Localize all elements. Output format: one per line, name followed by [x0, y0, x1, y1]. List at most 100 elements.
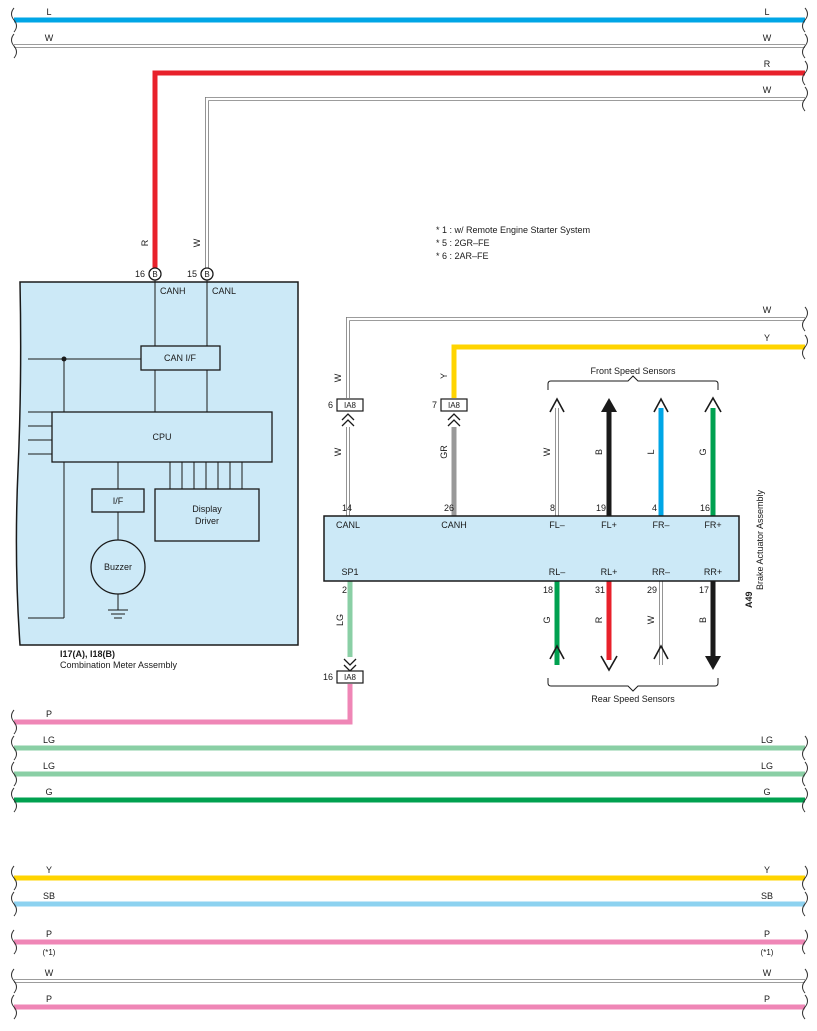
- wire-lg-sp1: LG IA8 16 P: [11, 581, 364, 735]
- combination-meter-assembly: B 16 B 15 CANH CANL: [15, 267, 299, 670]
- wire-label-w2-right: W: [763, 85, 772, 95]
- notes: * 1 : w/ Remote Engine Starter System * …: [436, 225, 590, 261]
- wire-label-w4-left: W: [45, 968, 54, 978]
- front-wire-b: B: [594, 449, 604, 455]
- wire-w-canl: W W: [192, 85, 808, 268]
- wire-label-l-right: L: [764, 7, 769, 17]
- brake-pin-rl-minus: RL–: [549, 567, 566, 577]
- conn7-num: 7: [432, 400, 437, 410]
- display-driver-label-2: Driver: [195, 516, 219, 526]
- conn7-wire-below: GR: [439, 445, 449, 459]
- brake-pin-canh: CANH: [441, 520, 467, 530]
- conn6-wire-below: W: [333, 447, 343, 456]
- brake-pin-num-29: 29: [647, 585, 657, 595]
- wire-w-brake-canl: W: [346, 305, 808, 516]
- brake-pin-canl: CANL: [336, 520, 360, 530]
- conn16-name: IA8: [344, 673, 357, 682]
- pin-name-canl: CANL: [212, 286, 236, 296]
- pin-num-15: 15: [187, 269, 197, 279]
- wire-label-p3-left: P: [46, 994, 52, 1004]
- brake-pin-num-17: 17: [699, 585, 709, 595]
- conn16-num: 16: [323, 672, 333, 682]
- wire-label-y2-right: Y: [764, 865, 770, 875]
- sp1-wire-label: LG: [335, 614, 345, 626]
- rear-wire-w: W: [646, 615, 656, 624]
- brake-pin-fl-minus: FL–: [549, 520, 565, 530]
- wire-r-canh: R R: [140, 59, 808, 268]
- connector-7-ia8: Y IA8 7 GR: [432, 373, 468, 459]
- brake-pin-rr-minus: RR–: [652, 567, 670, 577]
- pin-name-canh: CANH: [160, 286, 186, 296]
- note-1: * 1 : w/ Remote Engine Starter System: [436, 225, 590, 235]
- wire-label-w4-right: W: [763, 968, 772, 978]
- wire-label-lg2-right: LG: [761, 761, 773, 771]
- note-5: * 5 : 2GR–FE: [436, 238, 490, 248]
- brake-actuator-name: Brake Actuator Assembly: [755, 489, 765, 590]
- front-sensor-wires: W B L G Front Speed Sensors: [542, 366, 722, 516]
- brake-pin-num-2: 2: [342, 585, 347, 595]
- brake-pin-rl-plus: RL+: [601, 567, 618, 577]
- display-driver-box: [154, 488, 260, 542]
- wire-label-sb-right: SB: [761, 891, 773, 901]
- pin-conn-15: B: [204, 270, 209, 279]
- combination-meter-id: I17(A), I18(B): [60, 649, 115, 659]
- wire-label-y-right: Y: [764, 333, 770, 343]
- brake-pin-num-8: 8: [550, 503, 555, 513]
- note-6: * 6 : 2AR–FE: [436, 251, 489, 261]
- wire-y-brake-canh: Y: [451, 333, 808, 516]
- front-wire-g: G: [698, 448, 708, 455]
- wire-label-sb-left: SB: [43, 891, 55, 901]
- if-label: I/F: [113, 496, 124, 506]
- wire-label-w3-right: W: [763, 305, 772, 315]
- cpu-box: [51, 411, 273, 463]
- wire-label-p2-right: P: [764, 929, 770, 939]
- wire-label-w-vertical: W: [192, 238, 202, 247]
- wire-label-p2-left: P: [46, 929, 52, 939]
- conn7-wire-above: Y: [439, 373, 449, 379]
- pin-conn-16: B: [152, 270, 157, 279]
- wire-label-p-left: P: [46, 709, 52, 719]
- cpu-label: CPU: [152, 432, 171, 442]
- brake-pin-num-18: 18: [543, 585, 553, 595]
- brake-pin-fl-plus: FL+: [601, 520, 617, 530]
- rear-sensor-wires: G R W B Rear Speed Sensors: [542, 581, 721, 704]
- wire-label-lg1-left: LG: [43, 735, 55, 745]
- can-if-box: [140, 345, 221, 371]
- rear-wire-g: G: [542, 616, 552, 623]
- brake-pin-num-14: 14: [342, 503, 352, 513]
- brake-pin-sp1: SP1: [341, 567, 358, 577]
- pin-num-16: 16: [135, 269, 145, 279]
- if-box: [91, 488, 145, 513]
- front-wire-w: W: [542, 447, 552, 456]
- brake-pin-num-4: 4: [652, 503, 657, 513]
- conn7-name: IA8: [448, 401, 461, 410]
- display-driver-label-1: Display: [192, 504, 222, 514]
- wire-note-p2-right: (*1): [761, 948, 774, 957]
- wire-note-p2-left: (*1): [43, 948, 56, 957]
- wire-label-l-left: L: [46, 7, 51, 17]
- rear-wire-b: B: [698, 617, 708, 623]
- brake-pin-fr-minus: FR–: [652, 520, 669, 530]
- brake-pin-num-26: 26: [444, 503, 454, 513]
- buzzer-circle: [90, 539, 146, 595]
- conn6-wire-above: W: [333, 373, 343, 382]
- buzzer-label: Buzzer: [104, 562, 132, 572]
- wire-label-lg2-left: LG: [43, 761, 55, 771]
- wire-label-w-right: W: [763, 33, 772, 43]
- lower-bus-wires: LG LG LG LG G G Y Y SB SB P P (*1) (*1): [11, 735, 808, 1020]
- wire-label-p3-right: P: [764, 994, 770, 1004]
- wire-label-g-left: G: [45, 787, 52, 797]
- wire-label-y-left: Y: [46, 865, 52, 875]
- top-bus-wires: L L W W: [11, 7, 808, 59]
- wire-label-lg1-right: LG: [761, 735, 773, 745]
- conn6-num: 6: [328, 400, 333, 410]
- rear-sensors-label: Rear Speed Sensors: [591, 694, 675, 704]
- front-wire-l: L: [646, 449, 656, 454]
- wire-label-r-vertical: R: [140, 239, 150, 246]
- brake-actuator-assembly: 14 CANL 26 CANH 8 FL– 19 FL+ 4 FR– 16 FR…: [323, 489, 765, 608]
- brake-pin-rr-plus: RR+: [704, 567, 722, 577]
- brake-actuator-id: A49: [744, 591, 754, 608]
- wire-label-w-left: W: [45, 33, 54, 43]
- conn6-name: IA8: [344, 401, 357, 410]
